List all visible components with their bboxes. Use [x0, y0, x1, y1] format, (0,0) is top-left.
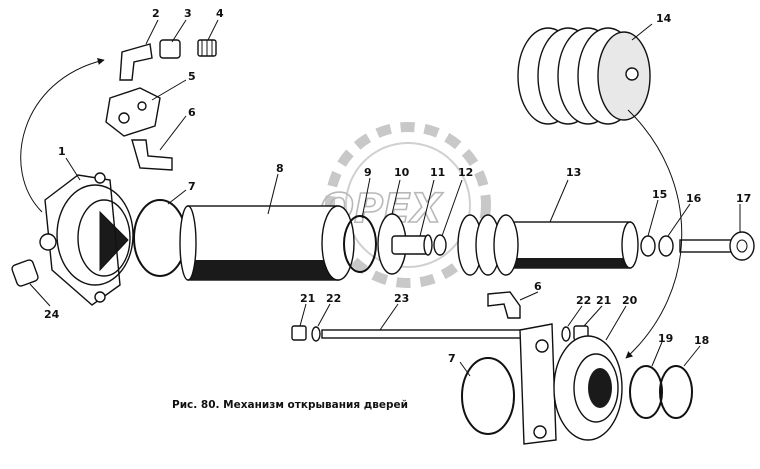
- callout-17: 17: [736, 192, 751, 205]
- callout-14: 14: [656, 12, 672, 25]
- part-11-rod: [391, 234, 433, 256]
- callout-9: 9: [364, 166, 372, 179]
- part-15-washer: [640, 235, 656, 257]
- part-9-ring: [343, 215, 377, 273]
- callout-2: 2: [152, 7, 160, 20]
- part-22-washer-right: [561, 326, 571, 342]
- callout-6-lower: 6: [534, 280, 542, 293]
- part-21-nut-left: [291, 325, 307, 341]
- callout-19: 19: [658, 332, 673, 345]
- callout-20: 20: [622, 294, 638, 307]
- part-6-elbow: [131, 139, 173, 171]
- part-4-nipple: [197, 39, 217, 57]
- callout-23: 23: [394, 292, 409, 305]
- callout-7: 7: [188, 180, 196, 193]
- callout-24: 24: [44, 308, 60, 321]
- callout-5: 5: [188, 70, 196, 83]
- part-19-ring: [629, 365, 663, 419]
- part-16-nut: [658, 235, 674, 257]
- part-1-housing: [39, 172, 134, 306]
- part-8-cylinder: [179, 205, 355, 281]
- part-6-elbow-lower: [487, 291, 521, 319]
- callout-12: 12: [458, 166, 473, 179]
- figure-caption: Рис. 80. Механизм открывания дверей: [172, 399, 408, 411]
- leader-lines: [29, 19, 741, 377]
- part-13-piston: [457, 214, 639, 276]
- callout-1: 1: [58, 145, 66, 158]
- part-23-threaded-rod: [321, 329, 523, 339]
- callout-6: 6: [188, 106, 196, 119]
- callout-7-lower: 7: [448, 352, 456, 365]
- callout-11: 11: [430, 166, 445, 179]
- assembly-arrow-right: [625, 109, 683, 359]
- part-20-flange: [519, 323, 623, 445]
- callout-22-left: 22: [326, 292, 341, 305]
- callout-21-right: 21: [596, 294, 611, 307]
- assembly-arrow-left: [20, 58, 105, 213]
- callout-21-left: 21: [300, 292, 315, 305]
- part-2-elbow: [119, 43, 153, 81]
- part-24-pin: [11, 259, 39, 287]
- callout-3: 3: [184, 7, 192, 20]
- callout-16: 16: [686, 192, 702, 205]
- part-12-nut: [433, 234, 447, 256]
- callout-labels: 2 3 4 5 6 1 7 8 9 10 11 12 13 14 15 16 1…: [44, 7, 751, 365]
- part-5-block: [105, 87, 161, 137]
- callout-13: 13: [566, 166, 581, 179]
- callout-22-right: 22: [576, 294, 591, 307]
- part-14-bellows: [517, 27, 651, 125]
- callout-10: 10: [394, 166, 410, 179]
- part-22-washer-left: [311, 326, 321, 342]
- part-18-ring: [659, 365, 693, 419]
- part-17-eyebolt: [679, 231, 755, 261]
- part-7-ring: [133, 199, 187, 277]
- callout-15: 15: [652, 188, 667, 201]
- callout-8: 8: [276, 162, 284, 175]
- part-7-ring-lower: [461, 357, 515, 435]
- callout-4: 4: [216, 7, 224, 20]
- callout-18: 18: [694, 334, 709, 347]
- part-3-nut: [159, 39, 181, 59]
